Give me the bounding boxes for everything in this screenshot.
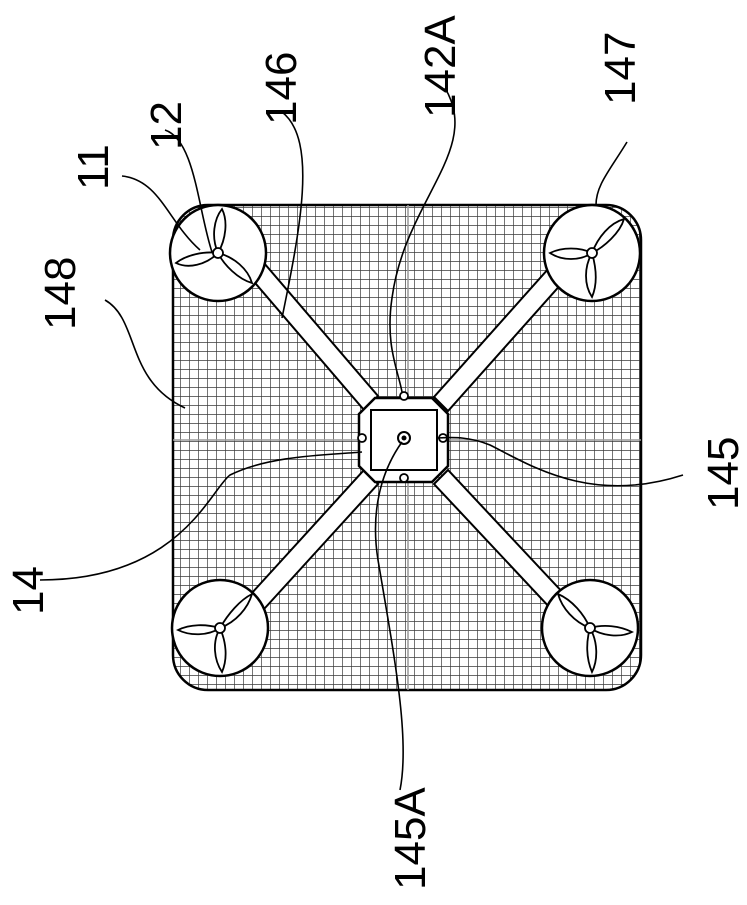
mount-hole-bottom (400, 474, 408, 482)
mount-hole-left (358, 434, 366, 442)
mount-hole-top (400, 392, 408, 400)
label-14: 14 (4, 566, 53, 615)
label-148: 148 (36, 257, 85, 330)
label-146: 146 (257, 52, 306, 125)
label-147: 147 (596, 32, 645, 105)
label-12: 12 (142, 101, 191, 150)
rotor-bottom-right (542, 580, 638, 676)
leader-147 (596, 142, 627, 205)
rotor-top-left (170, 205, 266, 301)
central-hub (358, 392, 448, 482)
label-11: 11 (69, 144, 118, 190)
label-145: 145 (699, 437, 747, 510)
rotor-bottom-left (172, 580, 268, 676)
label-145A: 145A (386, 787, 435, 890)
label-142A: 142A (416, 15, 465, 118)
rotor-top-right (544, 205, 640, 301)
